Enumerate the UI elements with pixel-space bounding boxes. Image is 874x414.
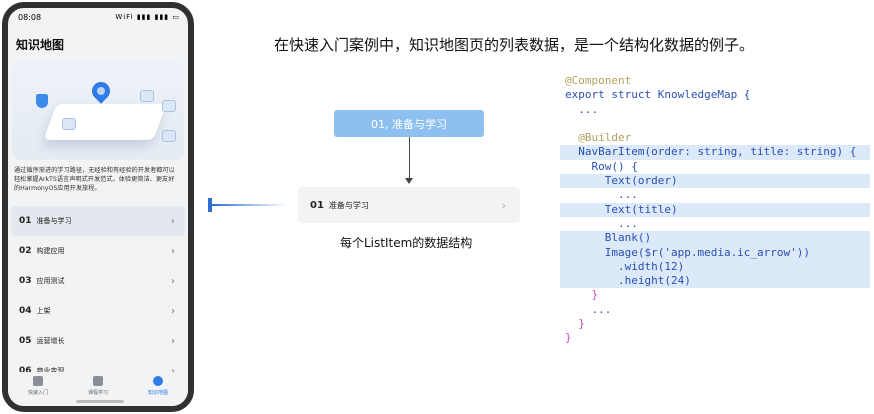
code-line: Blank() bbox=[560, 231, 870, 246]
list-item-num: 01 bbox=[19, 216, 32, 226]
hero-illustration bbox=[12, 60, 184, 160]
card-icon bbox=[162, 100, 176, 112]
list-item[interactable]: 05 运营增长 › bbox=[11, 326, 185, 356]
list-item-num: 03 bbox=[19, 276, 32, 286]
chevron-right-icon: › bbox=[171, 305, 175, 317]
code-line: } bbox=[565, 317, 585, 331]
list-item[interactable]: 02 构建应用 › bbox=[11, 236, 185, 266]
list-item-label: 上架 bbox=[36, 307, 51, 315]
arrow-line bbox=[409, 137, 410, 179]
list-item[interactable]: 03 应用测试 › bbox=[11, 266, 185, 296]
code-line: Image($r('app.media.ic_arrow')) bbox=[560, 245, 870, 260]
code-line: Row() { bbox=[565, 159, 638, 173]
tab-label: 快速入门 bbox=[27, 390, 48, 396]
chevron-right-icon: › bbox=[501, 198, 506, 212]
tab-bar: 快速入门 课程学习 知识地图 bbox=[8, 372, 188, 406]
chevron-right-icon: › bbox=[171, 245, 175, 257]
list-item-num: 01 bbox=[310, 199, 324, 211]
code-line: .width(12) bbox=[560, 259, 870, 275]
list-item-label: 准备与学习 bbox=[36, 217, 72, 225]
list-item-label: 商业变现 bbox=[36, 367, 65, 375]
shield-icon bbox=[36, 94, 48, 108]
chevron-right-icon: › bbox=[171, 335, 175, 347]
course-icon bbox=[92, 376, 103, 386]
code-line: } bbox=[565, 288, 599, 302]
card-icon bbox=[140, 90, 154, 102]
list-item-label: 构建应用 bbox=[36, 247, 65, 255]
pointer-marker bbox=[208, 198, 212, 212]
diagram-caption: 每个ListItem的数据结构 bbox=[340, 236, 473, 250]
list-item[interactable]: 01 准备与学习 › bbox=[11, 206, 185, 236]
code-line bbox=[560, 117, 870, 131]
chevron-right-icon: › bbox=[171, 365, 175, 377]
intro-text: 通过循序渐进的学习路径，无经验和有经验的开发者都可以轻松掌握ArkTS语言声明式… bbox=[14, 167, 175, 192]
tab-course-learning[interactable]: 课程学习 bbox=[88, 376, 108, 406]
code-line: } bbox=[565, 331, 572, 345]
slide-caption: 在快速入门案例中，知识地图页的列表数据，是一个结构化数据的例子。 bbox=[274, 36, 755, 54]
code-line: ... bbox=[565, 102, 599, 116]
code-line: NavBarItem(order: string, title: string)… bbox=[560, 145, 870, 160]
code-line: Text(order) bbox=[560, 174, 870, 189]
code-line: @Component bbox=[565, 74, 632, 87]
tab-label: 知识地图 bbox=[147, 390, 168, 396]
status-bar: 08:08 WiFi ▮▮▮ ▮▮▮ ▭ bbox=[8, 8, 188, 26]
chevron-right-icon: › bbox=[171, 215, 175, 227]
list-item-num: 04 bbox=[19, 306, 32, 316]
tab-knowledge-map[interactable]: 知识地图 bbox=[148, 376, 168, 406]
data-structure-box: 01, 准备与学习 bbox=[334, 110, 484, 137]
code-line: Text(title) bbox=[560, 202, 870, 217]
pointer-line bbox=[212, 204, 286, 206]
knowledge-list: 01 准备与学习 › 02 构建应用 › 03 应用测试 › 04 上架 › 05 运营增… bbox=[11, 206, 185, 386]
status-icons: WiFi ▮▮▮ ▮▮▮ ▭ bbox=[115, 13, 180, 21]
code-line: export struct KnowledgeMap { bbox=[565, 88, 751, 102]
arrow-down-icon bbox=[405, 178, 413, 184]
list-item-preview: 01 准备与学习 › bbox=[298, 187, 520, 223]
location-pin-icon bbox=[88, 78, 114, 104]
list-item-label: 准备与学习 bbox=[328, 200, 369, 210]
card-icon bbox=[162, 130, 176, 142]
code-line: @Builder bbox=[565, 131, 632, 145]
list-item-label: 运营增长 bbox=[36, 337, 65, 345]
page-title: 知识地图 bbox=[16, 38, 65, 52]
book-icon bbox=[32, 376, 43, 386]
code-block: @Component export struct KnowledgeMap { … bbox=[560, 74, 870, 346]
code-line: ... bbox=[565, 302, 612, 316]
tab-label: 课程学习 bbox=[87, 390, 108, 396]
list-item-num: 05 bbox=[19, 336, 32, 346]
home-indicator bbox=[76, 400, 124, 403]
chevron-right-icon: › bbox=[171, 275, 175, 287]
phone-mockup: 08:08 WiFi ▮▮▮ ▮▮▮ ▭ 知识地图 通过循序渐进的学习路径，无经… bbox=[2, 2, 194, 412]
status-time: 08:08 bbox=[18, 12, 42, 22]
code-line: ... bbox=[565, 188, 638, 202]
card-icon bbox=[62, 118, 76, 130]
list-item-num: 02 bbox=[19, 246, 32, 256]
list-item[interactable]: 06 商业变现 › bbox=[11, 356, 185, 386]
code-line: .height(24) bbox=[560, 274, 870, 289]
list-item-num: 06 bbox=[19, 366, 32, 376]
map-icon bbox=[152, 376, 163, 386]
tab-quick-start[interactable]: 快速入门 bbox=[28, 376, 48, 406]
list-item[interactable]: 04 上架 › bbox=[11, 296, 185, 326]
list-item-label: 应用测试 bbox=[36, 277, 65, 285]
code-line: ... bbox=[565, 216, 638, 230]
